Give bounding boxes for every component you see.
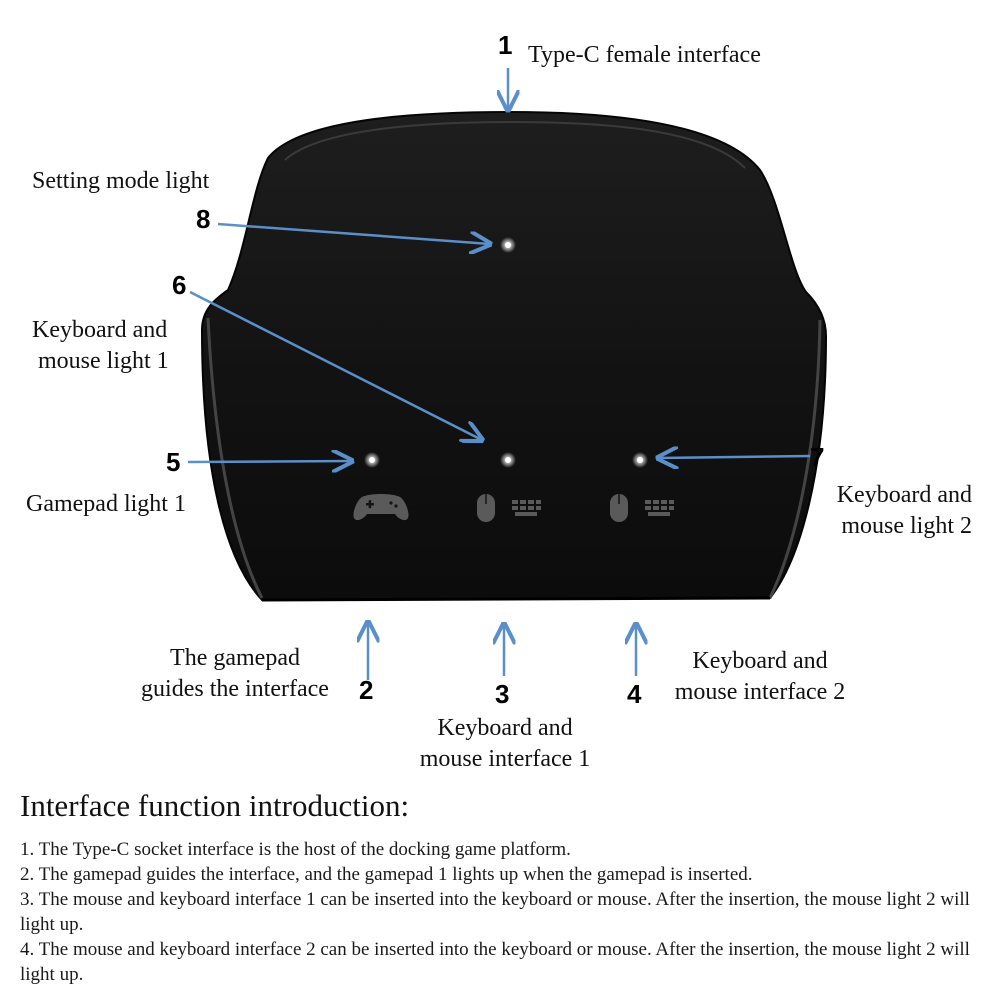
device-body [200,110,828,602]
arrow-6 [189,290,482,440]
label-kb-mouse-interface-1: Keyboard and mouse interface 1 [419,715,591,772]
callout-number-4: 4 [627,679,642,709]
label-kb-mouse-light-2: Keyboard and mouse light 2 [836,482,972,539]
intro-item: 3. The mouse and keyboard interface 1 ca… [20,889,970,935]
arrow-7 [658,456,811,458]
keyboard-icon [645,500,674,516]
label-gamepad-guides: The gamepad guides the interface [141,645,329,702]
keyboard-icon [512,500,541,516]
label-kb-mouse-light-1: Keyboard and mouse light 1 [32,317,169,374]
arrow-8 [217,222,490,244]
label-kb-mouse-interface-2: Keyboard and mouse interface 2 [674,648,846,705]
led-kb-mouse-1 [500,452,516,468]
device-bottom-edge [261,596,771,602]
callout-number-6: 6 [172,270,187,300]
mouse-icon [610,494,628,522]
callout-number-7: 7 [810,442,825,472]
dock-device [200,110,828,602]
led-setting-mode [500,237,516,253]
gamepad-icon [353,494,409,521]
intro-item: 1. The Type-C socket interface is the ho… [20,839,571,860]
intro-item: 4. The mouse and keyboard interface 2 ca… [20,939,970,985]
callout-number-1: 1 [498,30,513,60]
intro-title: Interface function introduction: [20,788,410,823]
intro-item: 2. The gamepad guides the interface, and… [20,864,753,885]
device-right-edge [768,319,822,599]
callout-number-2: 2 [359,675,374,705]
label-type-c: Type-C female interface [528,42,761,68]
label-setting-mode-light: Setting mode light [32,168,210,194]
device-top-highlight [284,120,746,169]
callout-number-5: 5 [166,447,181,477]
arrow-5 [187,461,352,462]
callout-number-3: 3 [495,679,510,709]
led-kb-mouse-2 [632,452,648,468]
mouse-icon [477,494,495,522]
label-gamepad-light-1: Gamepad light 1 [26,491,186,517]
device-left-edge [206,317,264,599]
callout-number-8: 8 [196,204,211,234]
device-illustration [187,68,828,680]
intro-list: 1. The Type-C socket interface is the ho… [20,837,980,987]
led-gamepad-1 [364,452,380,468]
